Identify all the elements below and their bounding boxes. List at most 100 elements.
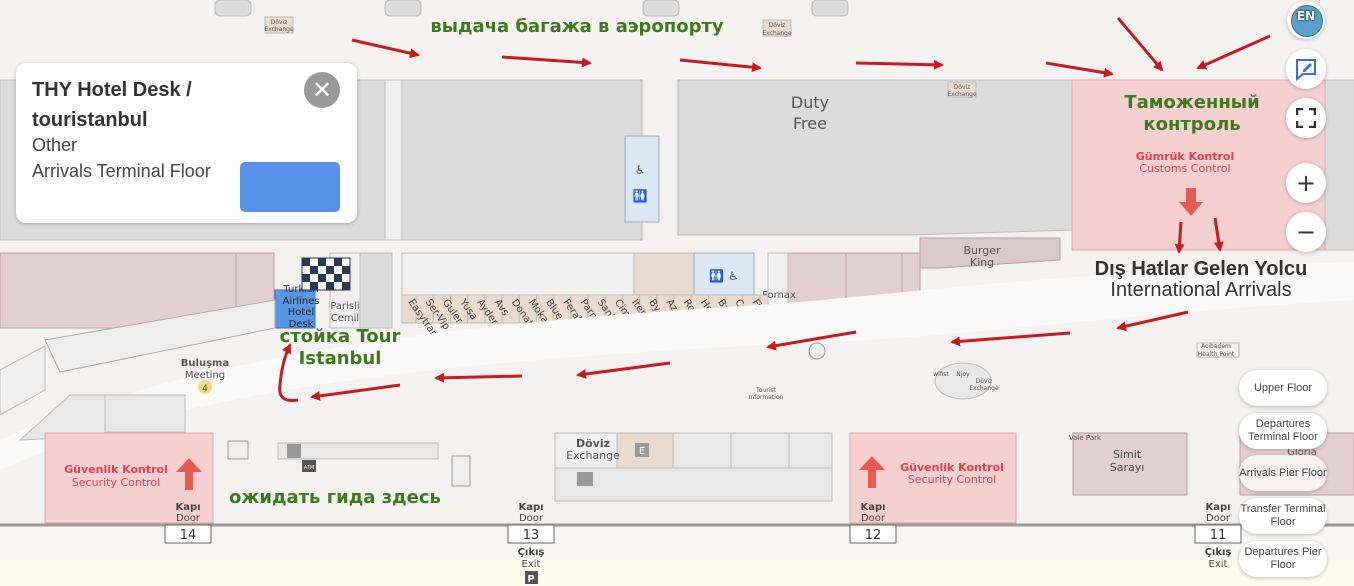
dis-hatlar-label: Dış Hatlar Gelen Yolcu: [1095, 258, 1308, 280]
svg-text:Fornax: Fornax: [762, 290, 796, 301]
building-baggage-hall: [401, 79, 643, 241]
svg-text:Güvenlik Kontrol: Güvenlik Kontrol: [900, 461, 1004, 474]
svg-text:Vale Park: Vale Park: [1069, 434, 1102, 442]
svg-text:Döviz: Döviz: [976, 378, 993, 385]
svg-text:Acıbadem: Acıbadem: [1201, 343, 1231, 350]
stairs: [44, 299, 276, 373]
svg-text:Health Point: Health Point: [1198, 351, 1235, 358]
door-11: Kapı Door 11 Çıkış Exit: [1194, 502, 1242, 570]
svg-text:Simit: Simit: [1113, 448, 1142, 461]
close-icon: ✕: [311, 76, 333, 104]
location-title: THY Hotel Desk / touristanbul: [32, 79, 192, 131]
floor-upper-button[interactable]: Upper Floor: [1239, 370, 1327, 406]
zoom-out-button[interactable]: −: [1286, 212, 1326, 252]
customs-down-arrow: [1179, 188, 1203, 216]
gumruk-label: Gümrük Kontrol: [1136, 150, 1234, 163]
svg-text:Desk: Desk: [289, 319, 314, 330]
annotation-baggage: выдача багажа в аэропорту: [430, 16, 724, 37]
svg-text:ATM: ATM: [304, 465, 314, 471]
directions-button[interactable]: [240, 162, 340, 212]
location-info-card: THY Hotel Desk / touristanbul Other Arri…: [16, 63, 357, 223]
escalator-icon: [577, 472, 593, 486]
zoom-in-button[interactable]: +: [1286, 163, 1326, 203]
svg-text:Döviz: Döviz: [769, 22, 786, 29]
floor-departures-terminal-button[interactable]: Departures Terminal Floor: [1239, 413, 1327, 449]
route-arrows: [278, 17, 1271, 402]
svg-text:Cemil: Cemil: [331, 313, 359, 324]
restroom-block[interactable]: [624, 135, 660, 223]
floor-departures-pier-button[interactable]: Departures Pier Floor: [1239, 541, 1327, 577]
floor-arrivals-pier-button[interactable]: Arrivals Pier Floor: [1239, 455, 1327, 491]
svg-text:E: E: [639, 446, 645, 457]
up-arrow-icon: [176, 458, 202, 490]
feedback-button[interactable]: [1286, 49, 1326, 89]
atm-icon: [302, 460, 316, 472]
up-arrow-icon: [859, 456, 885, 488]
svg-text:Exchange: Exchange: [947, 91, 977, 98]
svg-text:Njoy: Njoy: [956, 371, 970, 378]
customs-label: Customs Control: [1139, 162, 1230, 175]
svg-text:Kapı: Kapı: [175, 502, 200, 513]
svg-text:P: P: [527, 574, 534, 585]
location-category: Other: [32, 135, 78, 155]
svg-text:Information: Information: [749, 394, 784, 401]
svg-text:Gloria: Gloria: [1287, 447, 1317, 458]
pillar: [214, 0, 252, 17]
svg-text:Meeting: Meeting: [185, 370, 225, 381]
svg-text:Sarayı: Sarayı: [1110, 461, 1145, 474]
svg-text:Door: Door: [861, 513, 886, 524]
restroom-block-2[interactable]: [693, 252, 755, 296]
duty-free-label-1: Duty: [791, 93, 829, 112]
svg-text:Door: Door: [519, 513, 544, 524]
international-arrivals-label: International Arrivals: [1110, 279, 1291, 301]
escalator-icon: [287, 444, 301, 458]
svg-text:Door: Door: [1206, 513, 1231, 524]
security-area-right: [849, 432, 1017, 524]
svg-text:🚻 ♿: 🚻 ♿: [709, 269, 739, 283]
kiosk-cluster: [934, 362, 992, 400]
svg-text:Döviz: Döviz: [576, 437, 610, 450]
svg-text:Parisli: Parisli: [330, 301, 359, 312]
meeting-point-marker[interactable]: [198, 380, 212, 394]
svg-text:Door: Door: [176, 513, 201, 524]
door-13: Kapı Door 13 Çıkış Exit P: [507, 502, 555, 585]
svg-text:Kapı: Kapı: [1205, 502, 1230, 513]
annotation-customs-1: Таможенный: [1124, 92, 1259, 113]
globe-icon: [1291, 5, 1323, 37]
annotation-desk-2: Istanbul: [299, 348, 382, 369]
svg-text:Kapı: Kapı: [518, 502, 543, 513]
fullscreen-button[interactable]: [1286, 98, 1326, 138]
chat-edit-icon: [1296, 59, 1316, 82]
info-icon[interactable]: [808, 342, 826, 360]
svg-text:King: King: [970, 256, 994, 269]
svg-text:wifist: wifist: [933, 371, 949, 378]
language-code: EN: [1296, 9, 1316, 23]
svg-text:Çıkış: Çıkış: [518, 547, 545, 558]
svg-text:13: 13: [523, 528, 540, 543]
language-button[interactable]: EN: [1287, 1, 1325, 39]
building-duty-free: [677, 79, 1073, 236]
svg-text:14: 14: [180, 528, 197, 543]
svg-text:Kapı: Kapı: [860, 502, 885, 513]
svg-text:Exchange: Exchange: [969, 385, 999, 392]
svg-text:12: 12: [865, 528, 882, 543]
floor-transfer-terminal-button[interactable]: Transfer Terminal Floor: [1239, 498, 1327, 534]
pillar: [384, 0, 422, 17]
flag-marker-icon: [301, 257, 351, 291]
fullscreen-icon: [1295, 107, 1317, 129]
annotation-desk-1: стойка Tour: [280, 326, 401, 347]
svg-text:Airlines: Airlines: [283, 296, 320, 307]
exchange-e-icon: [635, 443, 649, 457]
annotation-customs-2: контроль: [1143, 114, 1240, 135]
elevator-icon: [451, 455, 471, 487]
parking-icon: [525, 571, 538, 584]
svg-text:Exit: Exit: [522, 559, 541, 570]
svg-text:Burger: Burger: [963, 244, 1001, 257]
svg-text:Hotel: Hotel: [288, 307, 315, 318]
door-14: Kapı Door 14: [164, 502, 212, 544]
close-button[interactable]: ✕: [304, 72, 340, 108]
door-12: Kapı Door 12: [849, 502, 897, 544]
duty-free-label-2: Free: [793, 114, 827, 133]
annotation-wait: ожидать гида здесь: [229, 487, 441, 508]
svg-text:Turkish: Turkish: [282, 284, 318, 295]
